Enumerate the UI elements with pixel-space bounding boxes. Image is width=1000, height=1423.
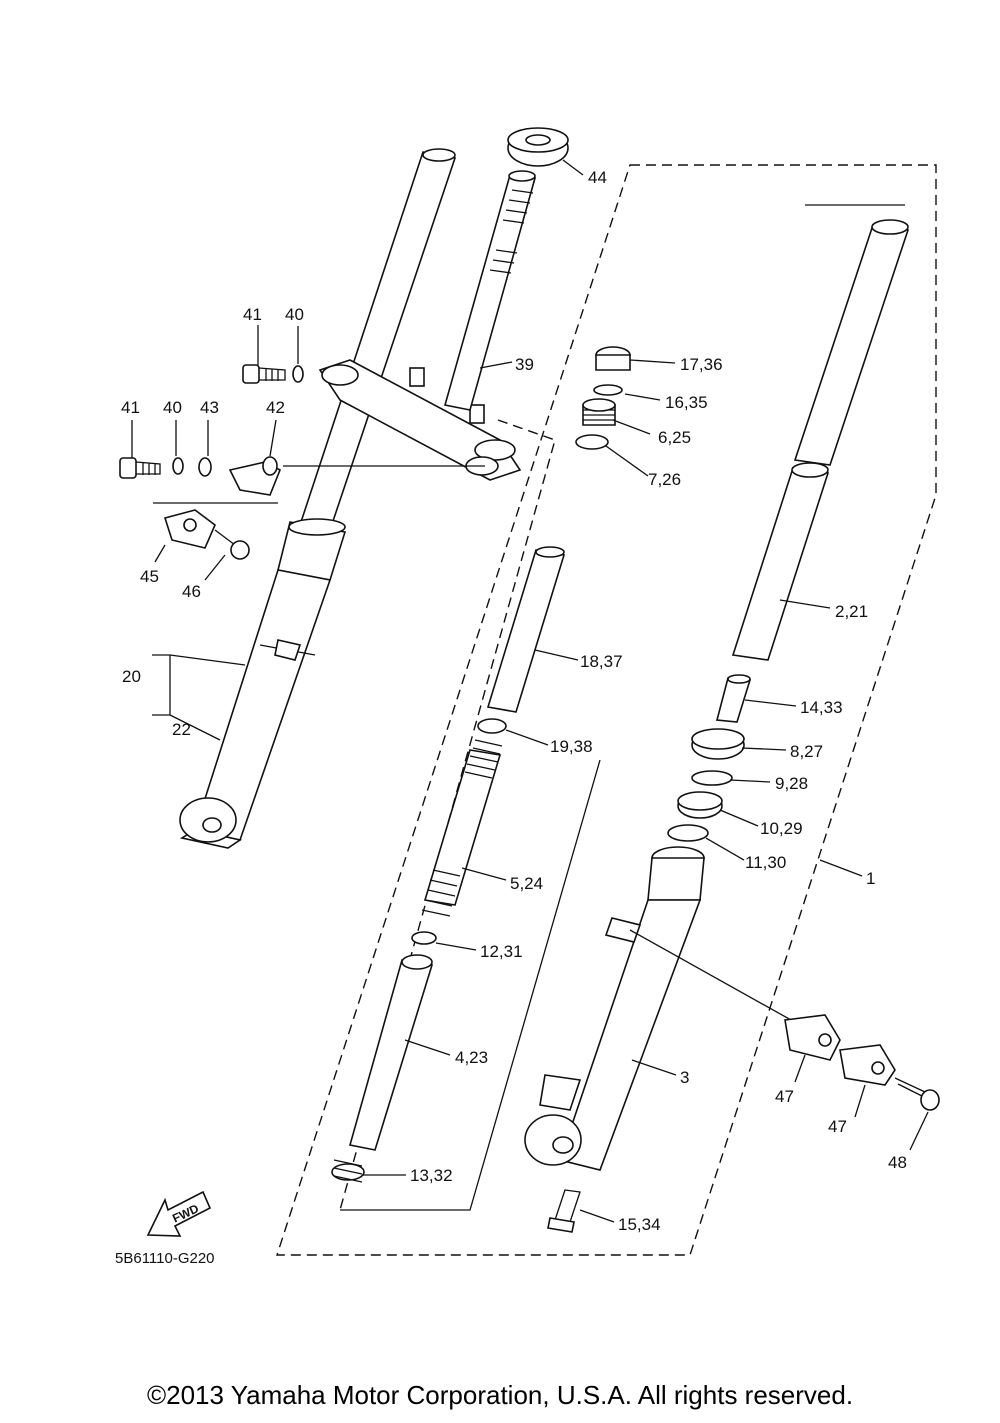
fwd-label: FWD [170,1201,201,1225]
label-46: 46 [182,582,201,601]
label-39: 39 [515,355,534,374]
label-40-upper: 40 [285,305,304,324]
label-18-37: 18,37 [580,652,623,671]
leader-lines [131,159,929,1223]
copyright-notice: ©2013 Yamaha Motor Corporation, U.S.A. A… [146,1380,854,1410]
front-fork-exploded-view: FWD 44 [115,127,940,1267]
guide-42 [228,456,282,496]
label-11-30: 11,30 [745,853,786,872]
clamp-45 [163,509,216,549]
cap-bolt-17-36 [595,346,631,371]
label-42: 42 [266,398,285,417]
label-40-lower: 40 [163,398,182,417]
label-15-34: 15,34 [618,1215,661,1234]
label-12-31: 12,31 [480,942,523,961]
adjuster-6-25 [582,398,616,426]
bolt-41-lower [119,457,161,479]
label-41-lower: 41 [121,398,140,417]
washer-11-30 [667,824,709,842]
bolt-46 [214,529,250,560]
label-41-upper: 41 [243,305,262,324]
label-6-25: 6,25 [658,428,691,447]
label-3: 3 [680,1068,689,1087]
label-47-a: 47 [775,1087,794,1106]
label-43: 43 [200,398,219,417]
bolt-15-34 [547,1189,581,1233]
label-2-21: 2,21 [835,602,868,621]
label-16-35: 16,35 [665,393,708,412]
spring-13-32 [331,1159,365,1183]
label-19-38: 19,38 [550,737,593,756]
label-1: 1 [866,869,875,888]
o-ring-7-26 [575,434,609,450]
spring-5-24 [421,739,503,917]
label-8-27: 8,27 [790,742,823,761]
bolt-48 [894,1077,940,1111]
label-48: 48 [888,1153,907,1172]
damper-rod-4-23 [348,954,434,1151]
steering-stem [443,170,537,411]
fwd-arrow-icon: FWD [146,1190,212,1237]
washer-43 [198,457,212,477]
collar-18-37 [486,546,566,713]
label-13-32: 13,32 [410,1166,453,1185]
bushing-14-33 [715,674,752,723]
outer-tube-2-21-upper [793,219,910,466]
ring-12-31 [411,931,437,945]
label-44: 44 [588,168,607,187]
label-7-26: 7,26 [648,470,681,489]
label-9-28: 9,28 [775,774,808,793]
fork-assembly-1-boundary [276,164,937,1256]
inner-parts-bracket [340,759,601,1211]
label-10-29: 10,29 [760,819,803,838]
bolt-41-upper [242,364,286,384]
seal-8-27 [691,728,745,760]
clamp-47-b [839,1044,896,1086]
left-fork-leg [179,148,457,849]
washer-19-38 [477,718,507,734]
washer-40-lower [172,457,184,475]
label-47-b: 47 [828,1117,847,1136]
label-5-24: 5,24 [510,874,543,893]
clip-9-28 [691,770,733,786]
inner-parts-boundary [339,419,556,1211]
outer-tube-2-21-lower [731,462,830,661]
washer-40-upper [292,365,304,383]
clamp-47-a [784,1014,841,1061]
bearing-44 [507,127,569,167]
label-17-36: 17,36 [680,355,723,374]
label-45: 45 [140,567,159,586]
diagram-code: 5B61110-G220 [115,1250,215,1267]
label-4-23: 4,23 [455,1048,488,1067]
lower-bracket [318,359,522,481]
label-20: 20 [122,667,141,686]
clip-16-35 [593,384,623,396]
label-14-33: 14,33 [800,698,843,717]
part-labels: 44 39 17,36 16,35 6,25 7,26 2,21 14,33 8… [121,168,907,1234]
oil-seal-10-29 [677,791,723,819]
label-22: 22 [172,720,191,739]
slider-3 [524,846,705,1171]
